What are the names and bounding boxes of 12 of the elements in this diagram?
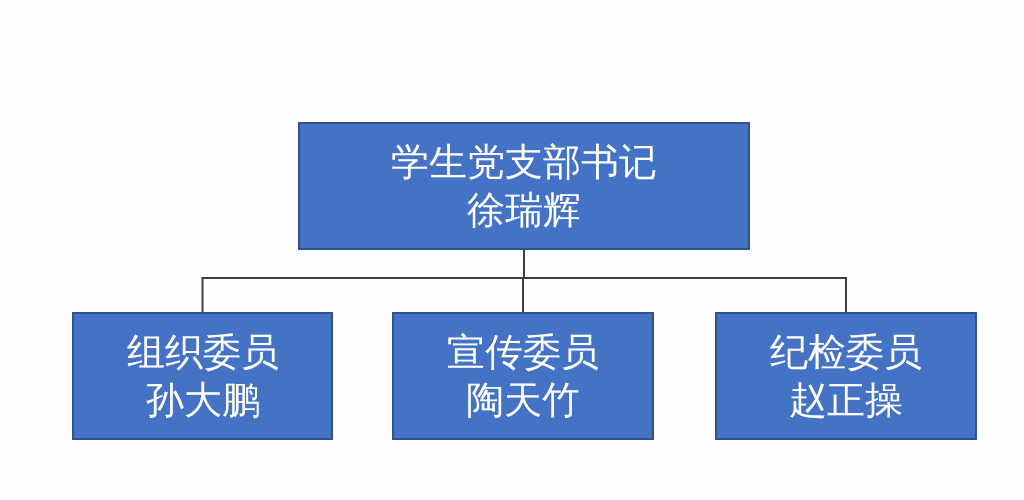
person-name: 孙大鹏 [145,377,260,424]
person-name: 赵正操 [789,377,903,424]
person-name: 陶天竹 [466,377,580,424]
role-title: 纪检委员 [770,329,922,376]
org-box [392,312,654,440]
role-title: 宣传委员 [447,329,599,376]
person-name: 徐瑞辉 [467,187,581,234]
org-box [72,312,333,440]
org-box [298,122,750,250]
role-title: 学生党支部书记 [391,139,657,186]
org-box [715,312,977,440]
role-title: 组织委员 [126,329,279,376]
